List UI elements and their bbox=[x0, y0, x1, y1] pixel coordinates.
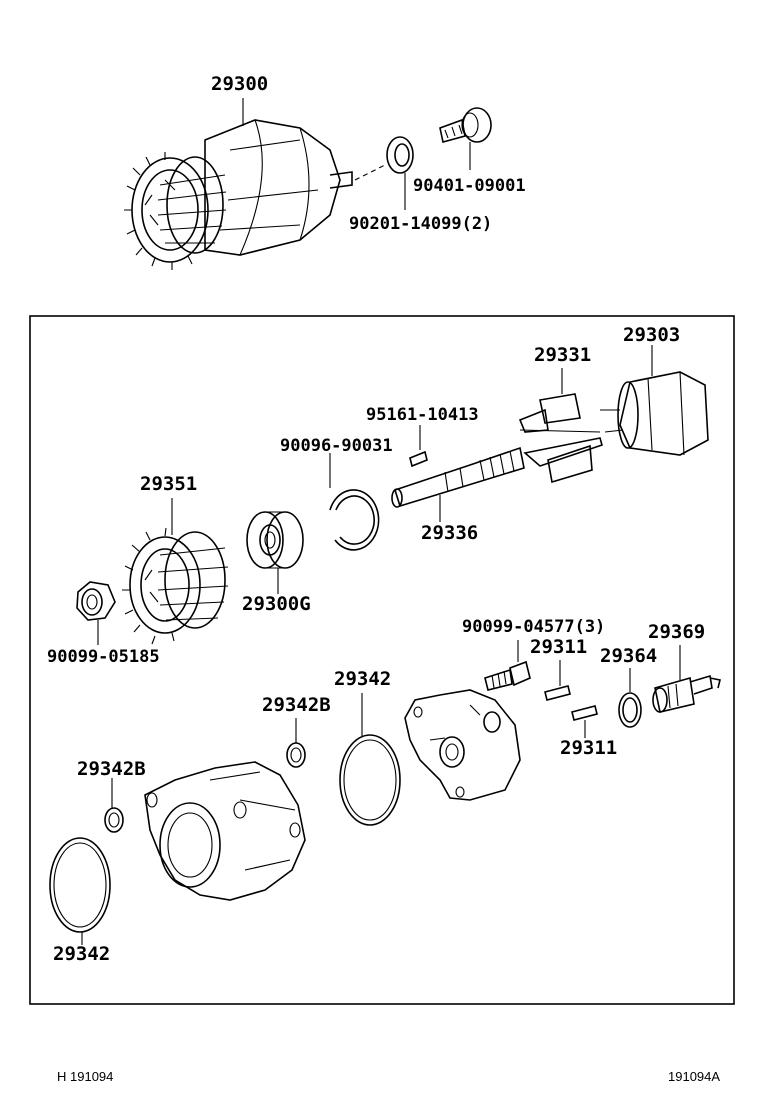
part-90099-04577 bbox=[484, 640, 531, 691]
part-29342B-middle bbox=[286, 718, 306, 768]
label-29311-lower: 29311 bbox=[560, 737, 618, 759]
label-29369: 29369 bbox=[648, 621, 706, 643]
part-29300G bbox=[246, 511, 304, 594]
part-95161-10413 bbox=[409, 425, 428, 468]
label-29364: 29364 bbox=[600, 645, 658, 667]
starter-assembly-29300 bbox=[124, 98, 492, 270]
label-29342-left: 29342 bbox=[53, 943, 111, 965]
label-29342-middle: 29342 bbox=[334, 668, 392, 690]
part-29311-lower bbox=[571, 705, 598, 738]
label-29336: 29336 bbox=[421, 522, 479, 544]
footer-right-code: 191094A bbox=[668, 1069, 721, 1084]
part-29311-upper bbox=[544, 660, 571, 701]
part-29303 bbox=[600, 345, 709, 456]
label-95161-10413: 95161-10413 bbox=[366, 405, 479, 425]
part-29336 bbox=[391, 446, 525, 522]
exploded-view-frame bbox=[29, 315, 735, 1005]
label-29331: 29331 bbox=[534, 344, 592, 366]
label-29351: 29351 bbox=[140, 473, 198, 495]
part-housing bbox=[144, 761, 306, 901]
label-29300: 29300 bbox=[211, 73, 269, 95]
part-29342B-left bbox=[104, 778, 124, 833]
label-90099-04577: 90099-04577(3) bbox=[462, 617, 606, 637]
part-29331 bbox=[518, 368, 603, 484]
part-90096-90031 bbox=[329, 453, 380, 551]
part-29364 bbox=[618, 668, 642, 728]
label-90099-05185: 90099-05185 bbox=[47, 647, 160, 667]
label-90201-14099: 90201-14099(2) bbox=[349, 214, 493, 234]
label-29342B-middle: 29342B bbox=[262, 694, 331, 716]
part-90099-05185 bbox=[76, 581, 116, 645]
footer-left-code: H 191094 bbox=[57, 1069, 114, 1084]
label-29300G: 29300G bbox=[242, 593, 311, 615]
part-29342-left bbox=[49, 837, 111, 945]
part-29351 bbox=[122, 498, 229, 645]
label-90096-90031: 90096-90031 bbox=[280, 436, 393, 456]
part-cover-plate bbox=[404, 689, 521, 801]
part-29369 bbox=[652, 645, 721, 713]
part-29342-middle bbox=[339, 693, 401, 826]
label-29311-upper: 29311 bbox=[530, 636, 588, 658]
label-90401-09001: 90401-09001 bbox=[413, 176, 526, 196]
label-29303: 29303 bbox=[623, 324, 681, 346]
label-29342B-left: 29342B bbox=[77, 758, 146, 780]
